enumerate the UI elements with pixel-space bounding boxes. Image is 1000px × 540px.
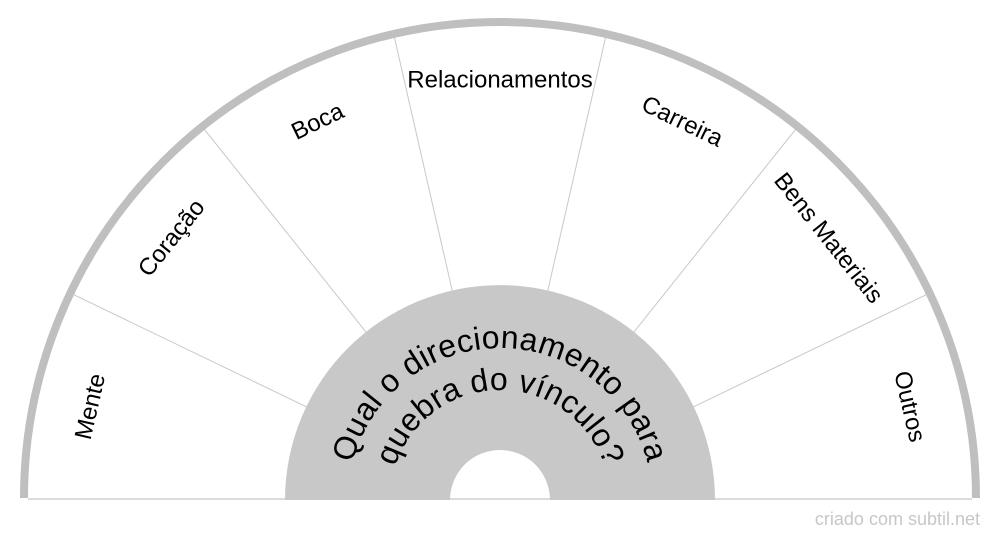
sector-divider [631, 129, 796, 335]
sector-divider [690, 293, 928, 409]
sector-divider [394, 37, 454, 294]
sector-divider [546, 37, 606, 294]
outer-rim [20, 18, 980, 499]
credit-text: criado com subtil.net [814, 509, 980, 529]
center-hub [285, 285, 715, 500]
sector-divider [204, 129, 369, 335]
sector-dividers [72, 37, 928, 409]
sector-divider [72, 293, 310, 409]
sector-label: Relacionamentos [407, 67, 592, 94]
